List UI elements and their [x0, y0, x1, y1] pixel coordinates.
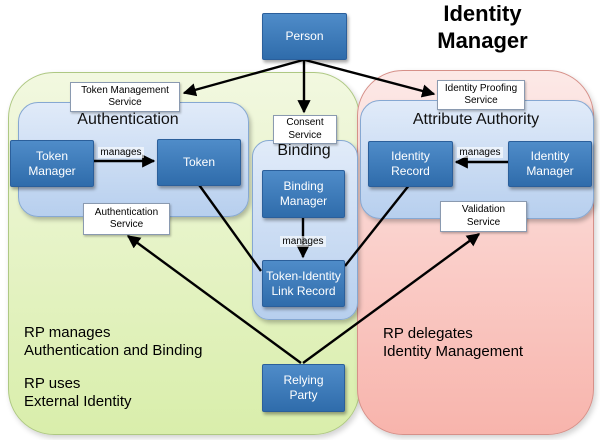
token-node: Token [157, 139, 241, 186]
validation-service-box: Validation Service [440, 201, 527, 232]
token-identity-link-record-node: Token-Identity Link Record [262, 260, 345, 307]
person-node: Person [262, 13, 347, 60]
manages-label-text: manages [280, 236, 326, 247]
identity-proofing-service-box: Identity Proofing Service [437, 80, 525, 110]
arrow-person-to-token-management-service [182, 58, 304, 97]
manages-label-text: manages [457, 147, 503, 158]
consent-service-box: Consent Service [273, 115, 337, 144]
note-rp-delegates: RP delegates Identity Management [383, 325, 524, 360]
manages-label-authentication: manages [93, 147, 149, 158]
page-title: Identity Manager [437, 1, 528, 53]
binding-panel-title: Binding [277, 142, 331, 159]
note-rp-manages: RP manages Authentication and Binding [24, 324, 203, 359]
authentication-panel-title: Authentication [77, 111, 179, 128]
arrow-relying-party-to-authentication-service [126, 235, 302, 364]
binding-manager-node: Binding Manager [262, 170, 345, 218]
note-rp-uses: RP uses External Identity [24, 375, 132, 410]
manages-label-attribute: manages [452, 147, 508, 158]
arrow-relying-party-to-validation-service [302, 233, 481, 364]
identity-manager-node: Identity Manager [508, 141, 592, 187]
attribute-authority-panel-title: Attribute Authority [412, 111, 540, 128]
token-management-service-box: Token Management Service [70, 82, 180, 112]
manages-label-binding: manages [275, 236, 331, 247]
relying-party-node: Relying Party [262, 364, 345, 412]
manages-label-text: manages [98, 147, 144, 158]
authentication-service-box: Authentication Service [83, 203, 170, 235]
arrow-person-to-identity-proofing-service [304, 58, 436, 98]
identity-record-node: Identity Record [368, 141, 453, 187]
link-token-to-link-record [196, 181, 262, 272]
token-manager-node: Token Manager [10, 140, 94, 187]
link-identity-record-to-link-record [344, 183, 411, 267]
